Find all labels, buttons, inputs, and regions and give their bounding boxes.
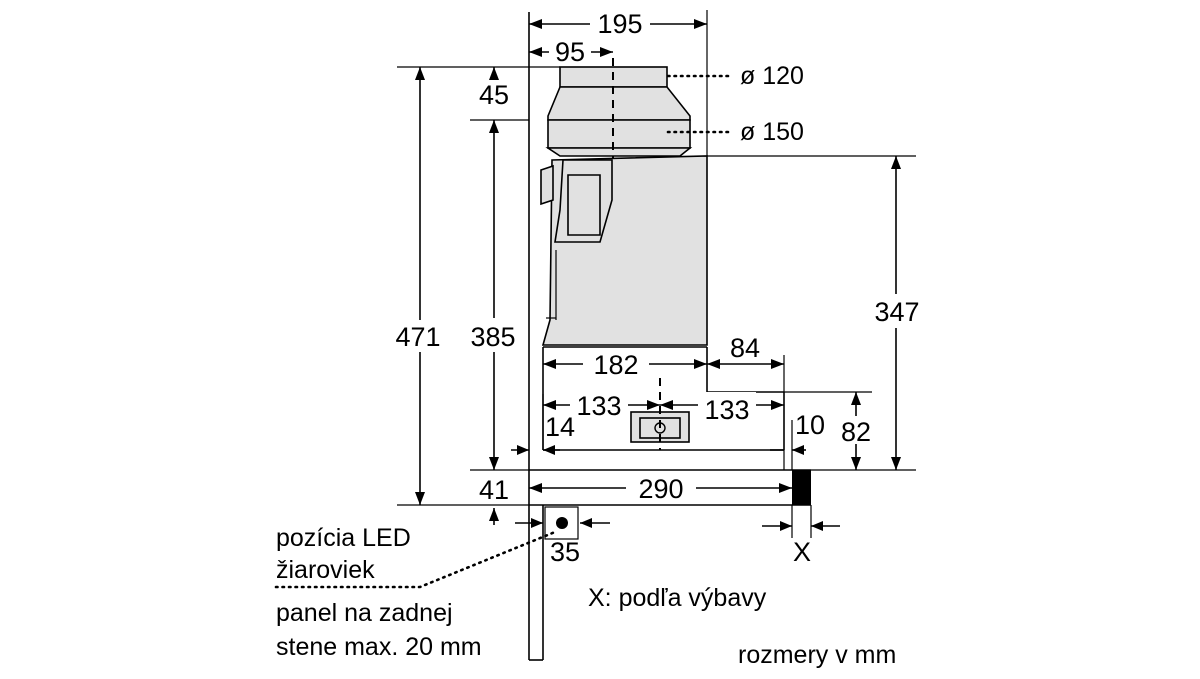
dim-10-text: 10: [795, 410, 825, 440]
dim-385: 385: [462, 120, 529, 471]
dim-82-text: 82: [841, 417, 871, 447]
front-panel: [792, 470, 811, 505]
led-label-line1: pozícia LED: [276, 524, 411, 552]
dim-45: 45: [470, 67, 529, 121]
dim-133-left-text: 133: [576, 391, 621, 421]
panel-label-line1: panel na zadnej: [276, 599, 453, 627]
dim-41-text: 41: [479, 475, 509, 505]
callout-150-text: ø 150: [740, 118, 804, 146]
dim-195-text: 195: [597, 9, 642, 39]
dim-182-84: 182 84: [543, 333, 785, 392]
callout-150: ø 150: [666, 118, 804, 146]
dim-84-text: 84: [730, 333, 760, 363]
dim-x: X: [762, 505, 840, 567]
dim-45-text: 45: [479, 80, 509, 110]
dim-14-text: 14: [545, 412, 575, 442]
duct-collar: [545, 58, 693, 160]
dim-41: 41: [479, 475, 509, 525]
panel-label-line2: stene max. 20 mm: [276, 633, 482, 661]
dim-290-text: 290: [638, 474, 683, 504]
control-module: [630, 378, 690, 450]
dim-195: 195: [529, 9, 708, 156]
dim-35-text: 35: [550, 537, 580, 567]
led-label-line2: žiaroviek: [276, 556, 375, 584]
dim-347: 347: [707, 155, 928, 471]
dim-471: 471: [388, 66, 560, 506]
wall-panel: [528, 12, 544, 661]
dim-10: 10: [770, 410, 825, 470]
dim-471-text: 471: [395, 322, 440, 352]
callout-120: ø 120: [666, 62, 804, 90]
led-light: [544, 506, 579, 540]
dim-133: 133 133: [542, 391, 784, 450]
dim-182-text: 182: [593, 350, 638, 380]
dim-95: 95: [529, 37, 613, 67]
x-note: X: podľa výbavy: [588, 584, 767, 612]
hood-body: [540, 155, 708, 346]
dim-x-text: X: [793, 537, 811, 567]
dim-14: 14: [511, 412, 575, 455]
dim-95-text: 95: [555, 37, 585, 67]
dim-133-right-text: 133: [704, 395, 749, 425]
units-note: rozmery v mm: [738, 641, 896, 669]
led-leader-line: [274, 530, 557, 589]
dim-290: 290: [529, 474, 792, 504]
dim-385-text: 385: [470, 322, 515, 352]
dim-82: 82: [784, 391, 876, 470]
dim-347-text: 347: [874, 297, 919, 327]
callout-120-text: ø 120: [740, 62, 804, 90]
dim-35: 35: [515, 518, 610, 567]
